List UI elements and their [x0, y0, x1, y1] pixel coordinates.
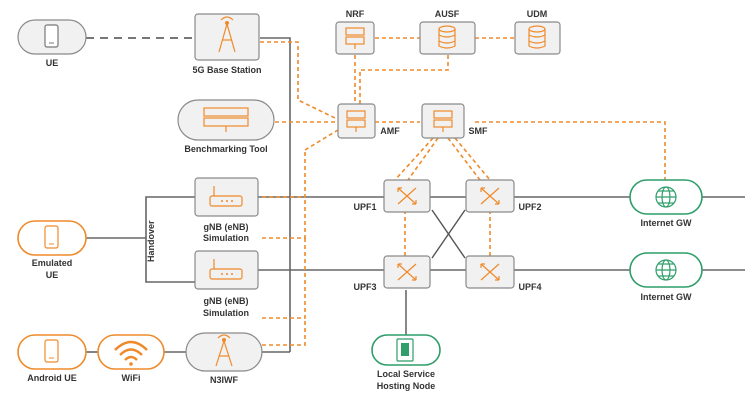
server-icon	[433, 110, 453, 132]
gnb2-label-line2: Simulation	[203, 308, 249, 318]
base-station-label: 5G Base Station	[192, 65, 261, 75]
ausf-amf-dashed	[359, 55, 449, 105]
backbone-line	[260, 37, 291, 352]
android-ue-label: Android UE	[27, 373, 77, 383]
router-icon	[209, 259, 243, 280]
nrf-label: NRF	[346, 9, 365, 19]
gnb1-ctrl-dashed	[262, 150, 306, 198]
smf-node[interactable]: SMF	[421, 103, 489, 139]
router-icon	[209, 186, 243, 207]
internet-gw1-node[interactable]: Internet GW	[629, 179, 703, 228]
globe-icon	[655, 259, 677, 281]
gnb1-label-line1: gNB (eNB)	[204, 222, 249, 232]
amf-node[interactable]: AMF	[337, 103, 400, 139]
upf4-label: UPF4	[518, 282, 541, 292]
gnb2-label-line1: gNB (eNB)	[204, 296, 249, 306]
server-icon	[345, 27, 365, 49]
internet-gw2-node[interactable]: Internet GW	[629, 252, 703, 302]
benchmarking-tool-node[interactable]: Benchmarking Tool	[177, 99, 275, 154]
globe-icon	[655, 186, 677, 208]
ue-node[interactable]: UE	[17, 19, 87, 68]
gnb2-node[interactable]: gNB (eNB) Simulation	[194, 250, 259, 318]
gnb1-node[interactable]: gNB (eNB) Simulation	[194, 177, 259, 243]
phone-icon	[44, 225, 59, 249]
antenna-tower-icon	[218, 16, 236, 53]
udm-label: UDM	[527, 9, 548, 19]
gnb2-ctrl-dashed	[262, 238, 306, 319]
switch-icon	[480, 187, 500, 205]
smf-upf2-dashed	[447, 137, 481, 181]
upf2-node[interactable]: UPF2	[465, 179, 542, 213]
handover-bracket	[145, 196, 195, 283]
upf2-label: UPF2	[518, 202, 541, 212]
antenna-tower-icon	[215, 334, 233, 367]
local-service-label-line2: Hosting Node	[377, 381, 436, 391]
smf-upf2b-dashed	[454, 137, 491, 181]
local-service-label-line1: Local Service	[377, 369, 435, 379]
ausf-label: AUSF	[435, 9, 460, 19]
ausf-node[interactable]: AUSF	[419, 9, 476, 55]
emulated-ue-label-line2: UE	[46, 270, 59, 280]
phone-icon	[44, 339, 59, 363]
base-station-node[interactable]: 5G Base Station	[192, 13, 262, 75]
emulated-ue-node[interactable]: Emulated UE	[17, 220, 87, 280]
wifi-node[interactable]: WiFi	[97, 334, 165, 383]
bs-amf-dashed	[260, 41, 336, 119]
phone-icon	[44, 24, 59, 48]
wifi-icon	[114, 340, 148, 366]
benchmarking-tool-label: Benchmarking Tool	[184, 144, 267, 154]
server-rack-icon	[203, 107, 249, 132]
switch-icon	[397, 187, 417, 205]
wifi-label: WiFi	[122, 373, 141, 383]
emulated-ue-label-line1: Emulated	[32, 258, 73, 268]
upf4-node[interactable]: UPF4	[465, 255, 542, 292]
server-cabinet-icon	[396, 338, 414, 362]
upf1-label: UPF1	[353, 202, 376, 212]
n3iwf-node[interactable]: N3IWF	[185, 332, 263, 385]
smf-upf1-dashed	[407, 137, 439, 181]
udm-node[interactable]: UDM	[514, 9, 561, 55]
switch-icon	[397, 263, 417, 281]
upf2-upf3-link	[431, 209, 466, 259]
switch-icon	[480, 263, 500, 281]
smf-label: SMF	[469, 126, 489, 136]
local-service-node[interactable]: Local Service Hosting Node	[371, 334, 441, 391]
smf-upf1b-dashed	[394, 137, 434, 181]
n3iwf-ctrl-dashed	[262, 318, 306, 346]
internet-gw1-label: Internet GW	[641, 218, 693, 228]
n3iwf-label: N3IWF	[210, 375, 239, 385]
smf-gw-dashed	[475, 121, 666, 180]
upf1-node[interactable]: UPF1	[353, 179, 431, 213]
database-icon	[438, 25, 456, 49]
database-icon	[528, 25, 546, 49]
nrf-node[interactable]: NRF	[335, 9, 375, 55]
upf3-node[interactable]: UPF3	[353, 255, 431, 292]
gnb1b-ctrl-dashed	[262, 197, 306, 239]
amf-lower-dashed	[304, 129, 339, 151]
ue-label: UE	[46, 58, 59, 68]
upf3-label: UPF3	[353, 282, 376, 292]
amf-label: AMF	[380, 126, 400, 136]
internet-gw2-label: Internet GW	[641, 292, 693, 302]
handover-label: Handover	[146, 220, 156, 262]
server-icon	[346, 110, 366, 132]
gnb1-label-line2: Simulation	[203, 233, 249, 243]
android-ue-node[interactable]: Android UE	[17, 334, 87, 383]
